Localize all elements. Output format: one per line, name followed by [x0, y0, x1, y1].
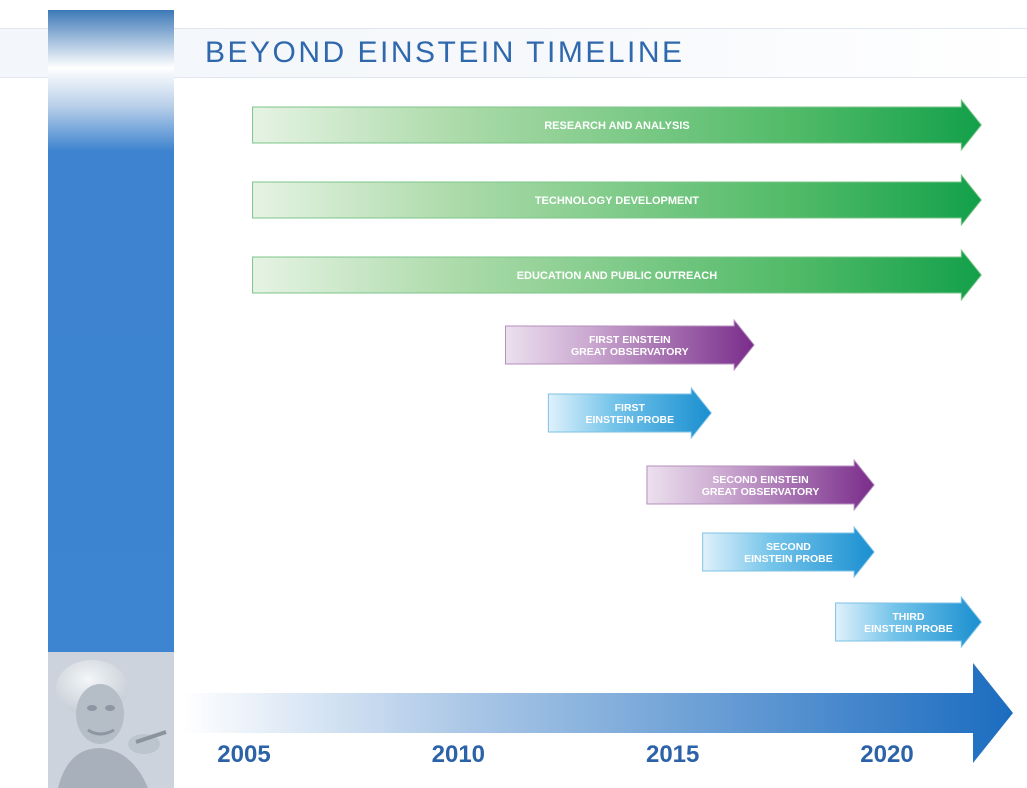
timeline-bar-arrow — [504, 318, 755, 372]
year-tick-label: 2015 — [646, 741, 699, 768]
timeline-bar-arrow — [252, 98, 982, 152]
timeline-bar-label: FIRST — [615, 402, 646, 414]
timeline-bar-label: RESEARCH AND ANALYSIS — [544, 120, 689, 132]
timeline-bar-arrow — [547, 386, 712, 440]
timeline-bar-arrow — [702, 525, 875, 579]
timeline-bar-label: EDUCATION AND PUBLIC OUTREACH — [517, 270, 717, 282]
page-title: BEYOND EINSTEIN TIMELINE — [205, 36, 685, 69]
timeline-bar-label: EINSTEIN PROBE — [585, 414, 674, 426]
timeline-bar-arrow — [252, 173, 982, 227]
timeline-bars: RESEARCH AND ANALYSIS TECHNOLOGY DEVELOPM… — [252, 98, 982, 649]
timeline-bar: TECHNOLOGY DEVELOPMENT — [252, 173, 982, 227]
timeline-bar: RESEARCH AND ANALYSIS — [252, 98, 982, 152]
timeline-bar-arrow — [252, 248, 982, 302]
timeline-bar-label: FIRST EINSTEIN — [589, 334, 671, 346]
timeline-bar: EDUCATION AND PUBLIC OUTREACH — [252, 248, 982, 302]
year-tick-label: 2005 — [217, 741, 270, 768]
timeline-bar-label: GREAT OBSERVATORY — [702, 486, 820, 498]
timeline-bar-label: SECOND EINSTEIN — [712, 474, 808, 486]
year-tick-label: 2020 — [860, 741, 913, 768]
timeline-bar-arrow — [835, 595, 982, 649]
left-color-band — [48, 10, 174, 652]
timeline-bar-label: TECHNOLOGY DEVELOPMENT — [535, 195, 699, 207]
timeline-bar-label: EINSTEIN PROBE — [864, 623, 953, 635]
year-axis-arrow — [182, 663, 1013, 763]
year-axis — [182, 663, 1013, 763]
timeline-bar-label: THIRD — [892, 611, 924, 623]
einstein-portrait — [48, 652, 174, 788]
timeline-bar-label: GREAT OBSERVATORY — [571, 346, 689, 358]
timeline-bar-arrow — [646, 458, 875, 512]
year-tick-label: 2010 — [432, 741, 485, 768]
portrait-image — [48, 652, 174, 788]
timeline-bar-label: EINSTEIN PROBE — [744, 553, 833, 565]
timeline-bar-label: SECOND — [766, 541, 811, 553]
year-labels: 2005 2010 2015 2020 — [217, 741, 913, 768]
